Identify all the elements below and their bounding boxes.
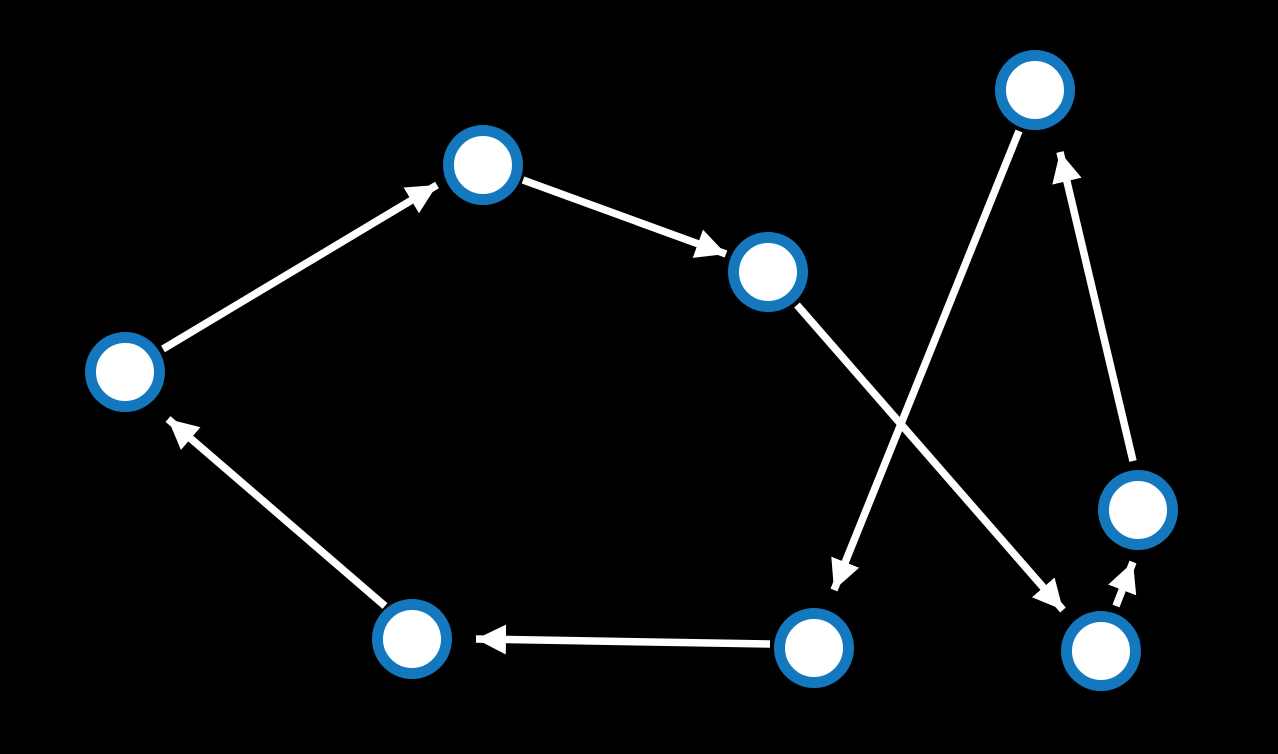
graph-node-top-right bbox=[995, 50, 1075, 130]
graph-node-right bbox=[1098, 470, 1178, 550]
edge-bottom-left-to-left bbox=[165, 416, 388, 609]
graph-node-bottom-middle bbox=[774, 608, 854, 688]
graph-node-bottom-left bbox=[372, 599, 452, 679]
edge-bottom-middle-to-bottom-left bbox=[475, 624, 771, 655]
graph-node-bottom-right bbox=[1061, 611, 1141, 691]
edge-bottom-right-to-right bbox=[1108, 560, 1137, 608]
edge-right-to-top-right bbox=[1052, 151, 1137, 462]
edge-left-to-upper-middle bbox=[161, 181, 439, 353]
edge-middle-to-bottom-right bbox=[794, 302, 1066, 613]
graph-node-left bbox=[85, 332, 165, 412]
graph-node-upper-middle bbox=[443, 125, 523, 205]
edge-top-right-to-bottom-middle bbox=[830, 129, 1023, 592]
edge-upper-middle-to-middle bbox=[521, 176, 728, 258]
graph-node-middle bbox=[728, 232, 808, 312]
